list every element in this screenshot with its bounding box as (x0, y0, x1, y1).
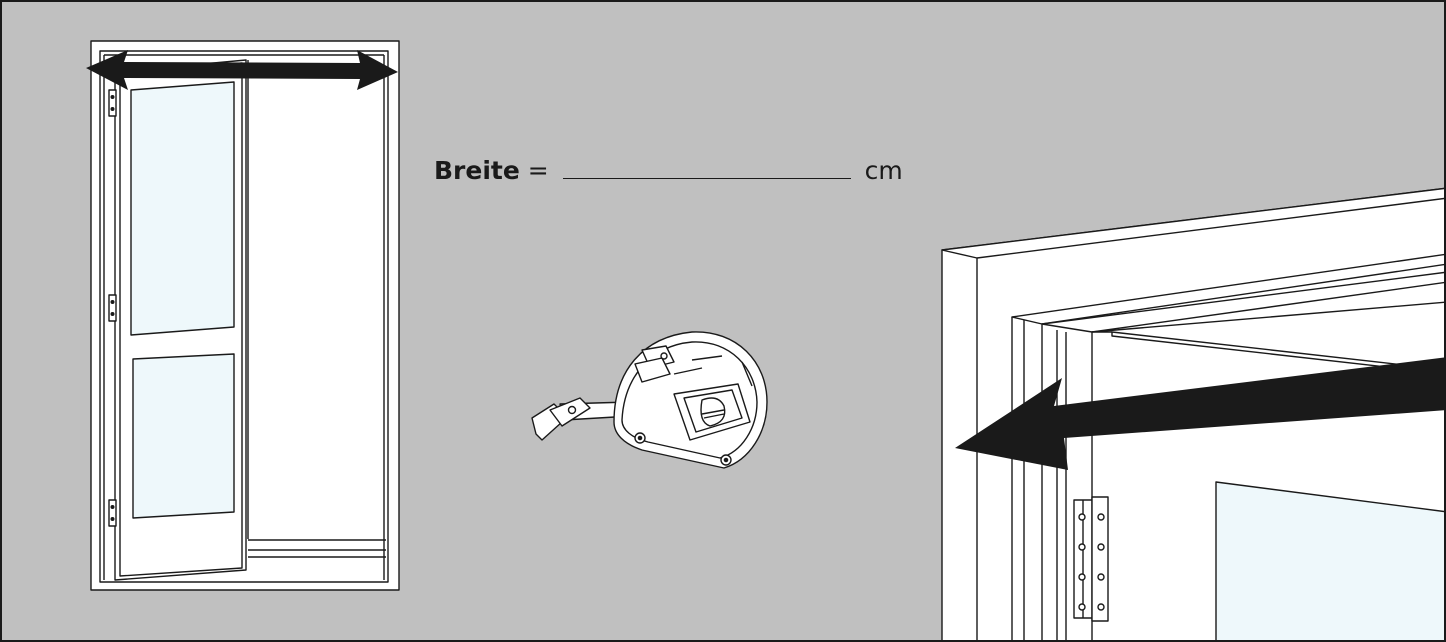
door-frame-drawing (90, 40, 400, 591)
tape-measure-icon (531, 331, 768, 469)
width-measurement-label: Breite = cm (434, 152, 903, 188)
width-entry-blank[interactable] (562, 152, 851, 179)
middle-hinge (108, 294, 117, 322)
unit-label: cm (864, 156, 903, 185)
lower-hinge (108, 499, 117, 527)
double-headed-arrow-icon (86, 50, 398, 90)
upper-glass-pane (130, 81, 235, 336)
equals-sign: = (527, 156, 549, 185)
closeup-hinge (1073, 496, 1109, 622)
left-arrow-icon (955, 357, 1444, 470)
width-term: Breite (434, 156, 520, 185)
lower-glass-pane (132, 353, 235, 519)
closeup-glass-pane (1215, 481, 1444, 640)
upper-hinge (108, 89, 117, 117)
